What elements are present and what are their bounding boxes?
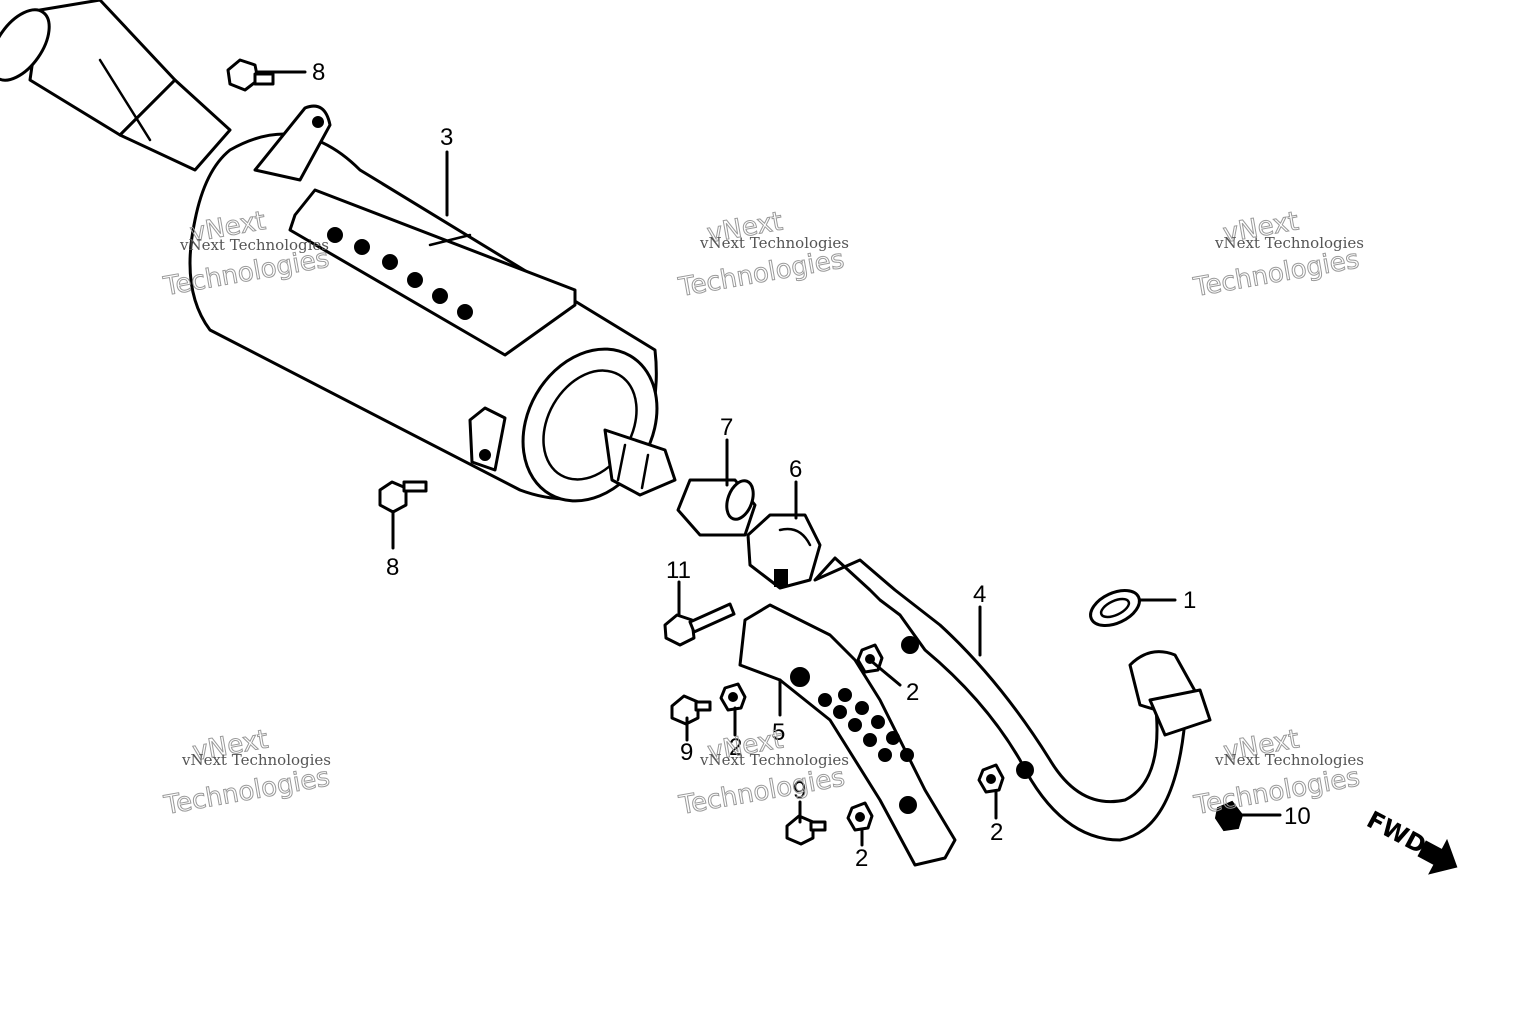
bolt-8-lower	[378, 480, 428, 514]
bolt-9-lower	[785, 814, 827, 846]
bolt-9-left	[670, 694, 712, 726]
callout-6: 6	[789, 456, 802, 483]
svg-text:vNext Technologies: vNext Technologies	[181, 751, 331, 769]
svg-text:Technologies: Technologies	[161, 762, 332, 821]
nut-10	[1214, 800, 1244, 832]
svg-text:vNext Technologies: vNext Technologies	[1214, 234, 1364, 252]
callout-3: 3	[440, 124, 453, 151]
nut-2-b	[719, 682, 747, 712]
callout-8-lower: 8	[386, 554, 399, 581]
svg-text:Technologies: Technologies	[676, 762, 847, 821]
gasket-1	[1089, 589, 1141, 627]
bolt-11	[663, 602, 736, 647]
callout-5: 5	[772, 719, 785, 746]
svg-text:Technologies: Technologies	[1191, 244, 1362, 303]
watermark-top-left: vNext Technologies vNext Technologies	[160, 206, 332, 303]
protector-holes	[790, 667, 917, 814]
svg-text:vNext Technologies: vNext Technologies	[1214, 751, 1364, 769]
leader-lines	[256, 70, 1282, 847]
callout-4: 4	[973, 581, 986, 608]
muffler-shield-holes	[327, 227, 473, 320]
svg-text:Technologies: Technologies	[676, 244, 847, 303]
svg-text:vNext Technologies: vNext Technologies	[179, 236, 329, 254]
nut-2-c	[846, 801, 874, 832]
exhaust-pipe-clamp	[746, 513, 822, 590]
svg-text:Technologies: Technologies	[1191, 762, 1362, 821]
callout-2-b: 2	[729, 734, 742, 761]
watermark-bottom-right: vNext Technologies vNext Technologies	[1191, 724, 1364, 822]
exhaust-gasket-sleeve	[676, 478, 757, 537]
watermark-top-center: vNext Technologies vNext Technologies	[675, 206, 849, 304]
exhaust-pipe-protector	[738, 603, 957, 867]
callout-8-upper: 8	[312, 59, 325, 86]
callout-10: 10	[1284, 803, 1311, 830]
callout-9-lower: 9	[793, 777, 806, 804]
fwd-arrow-icon	[1417, 838, 1458, 875]
callout-2-c: 2	[855, 845, 868, 872]
watermark-top-right: vNext Technologies vNext Technologies	[1190, 206, 1364, 304]
watermark-bottom-left: vNext Technologies vNext Technologies	[161, 724, 333, 822]
callout-2-a: 2	[906, 679, 919, 706]
exhaust-pipe	[813, 556, 1212, 842]
callout-7: 7	[720, 414, 733, 441]
muffler	[0, 0, 677, 503]
callout-2-d: 2	[990, 819, 1003, 846]
svg-text:vNext Technologies: vNext Technologies	[699, 751, 849, 769]
watermark-bottom-center: vNext Technologies vNext Technologies	[676, 724, 849, 822]
fwd-arrow: FWD	[1362, 806, 1458, 875]
bolt-8-upper	[226, 58, 275, 92]
svg-text:vNext Technologies: vNext Technologies	[699, 234, 849, 252]
callout-11: 11	[666, 557, 691, 584]
callout-1: 1	[1183, 587, 1196, 614]
nut-2-d	[977, 763, 1005, 794]
callout-9-left: 9	[680, 739, 693, 766]
